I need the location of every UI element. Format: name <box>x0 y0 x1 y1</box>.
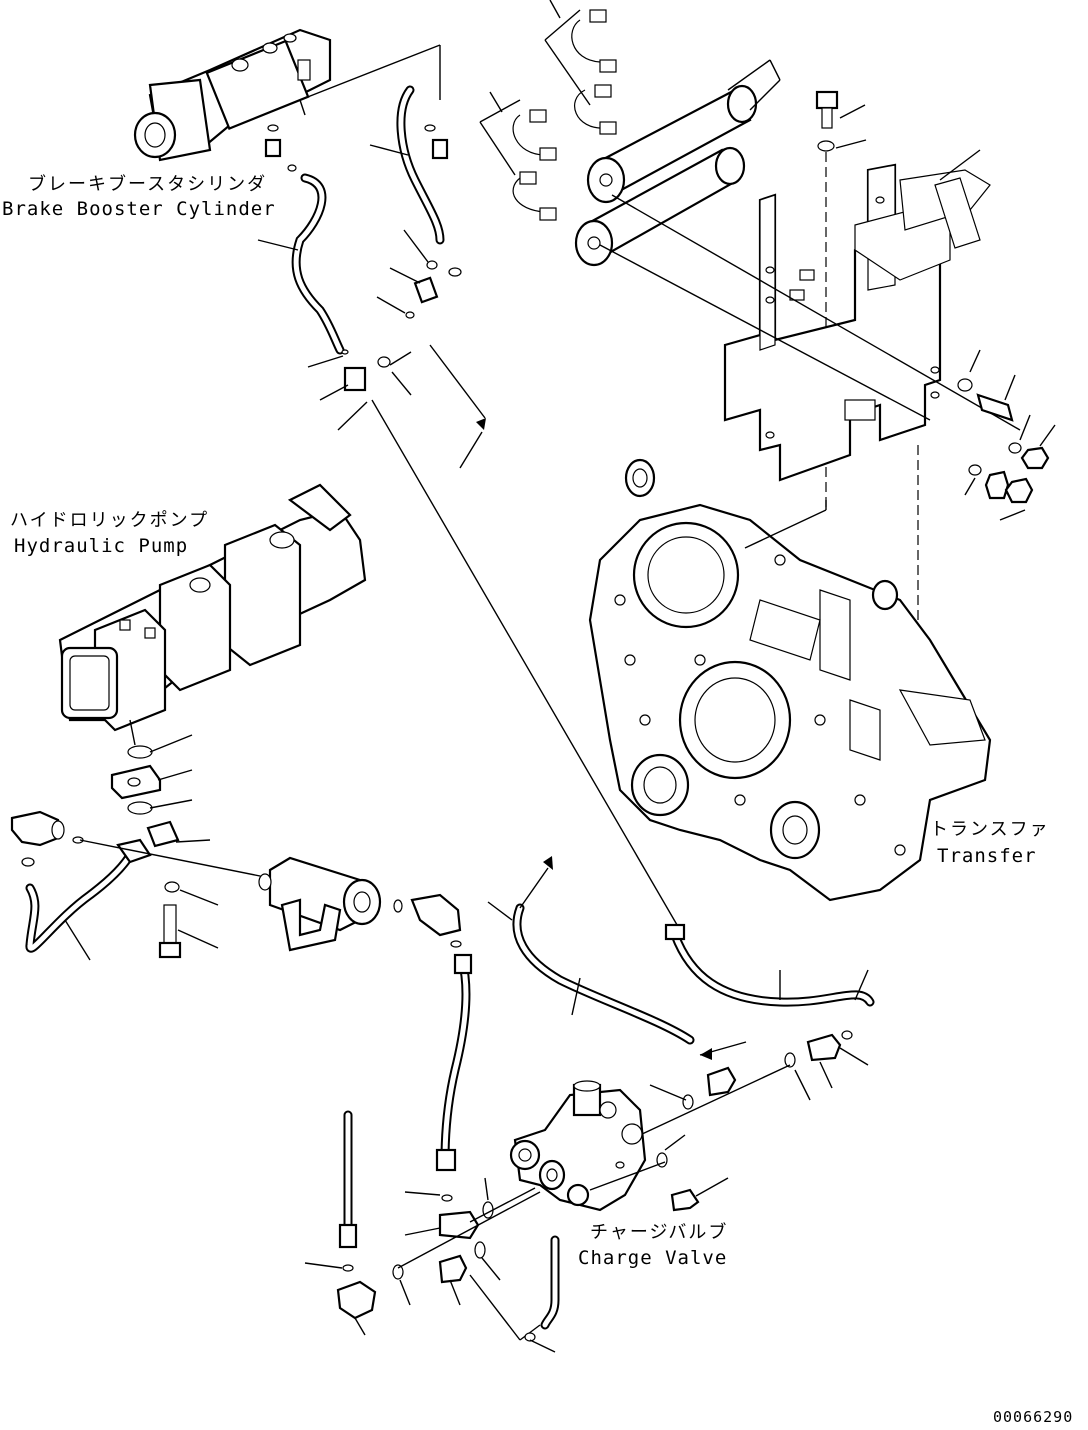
lower-pipe <box>540 1235 560 1330</box>
accumulator-hoses <box>512 9 617 221</box>
transfer-case <box>588 458 992 902</box>
booster-fittings <box>264 124 449 172</box>
brake-booster-label-jp: ブレーキブースタシリンダ <box>28 174 268 195</box>
charge-valve-hose-left <box>440 955 471 1165</box>
hydraulic-pump <box>58 483 367 732</box>
transfer-label-jp: トランスファ <box>930 819 1050 840</box>
filter-assembly <box>258 856 382 952</box>
hydraulic-pump-label-en: Hydraulic Pump <box>14 535 189 557</box>
booster-hose-right <box>396 85 445 245</box>
transfer-label-en: Transfer <box>937 845 1037 867</box>
charge-valve-hose-centre <box>512 903 695 1045</box>
accumulator-lower <box>574 146 746 267</box>
brake-booster-label-en: Brake Booster Cylinder <box>2 198 276 220</box>
booster-hose-left <box>291 173 345 355</box>
brake-booster-cylinder <box>133 28 332 162</box>
charge-valve-label-en: Charge Valve <box>578 1247 728 1269</box>
drawing-number: 00066290 <box>993 1408 1074 1426</box>
charge-valve-hose-right <box>670 930 875 1007</box>
charge-valve <box>509 1080 647 1212</box>
pump-suction-hose <box>25 847 137 953</box>
accumulator-upper <box>586 84 758 204</box>
mounting-bracket <box>723 163 991 482</box>
charge-valve-label-jp: チャージバルブ <box>590 1222 729 1243</box>
hydraulic-pump-label-jp: ハイドロリックポンプ <box>10 510 210 531</box>
